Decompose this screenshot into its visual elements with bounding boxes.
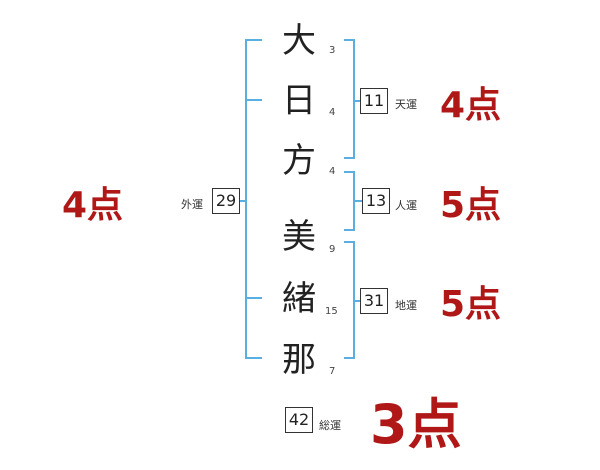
outer-fortune-score: 4点 xyxy=(62,185,124,226)
name-char-5: 緒 xyxy=(282,279,316,319)
heaven-fortune-value: 11 xyxy=(360,88,388,114)
stroke-count-4: 9 xyxy=(329,244,336,255)
total-fortune-value: 42 xyxy=(285,407,313,433)
name-char-3: 方 xyxy=(282,141,316,181)
heaven-fortune-score: 4点 xyxy=(440,85,502,126)
person-fortune-label: 人運 xyxy=(395,199,417,212)
stroke-count-3: 4 xyxy=(329,166,336,177)
person-fortune-score: 5点 xyxy=(440,185,502,226)
total-fortune-label: 総運 xyxy=(319,419,341,432)
earth-fortune-bracket xyxy=(344,241,355,359)
person-fortune-value: 13 xyxy=(362,188,390,214)
stroke-count-6: 7 xyxy=(329,366,336,377)
stroke-count-5: 15 xyxy=(325,306,338,317)
heaven-fortune-bracket xyxy=(344,39,355,159)
stroke-count-2: 4 xyxy=(329,107,336,118)
earth-fortune-score: 5点 xyxy=(440,284,502,325)
name-char-2: 日 xyxy=(282,81,316,121)
name-char-4: 美 xyxy=(282,217,316,257)
outer-fortune-value: 29 xyxy=(212,188,240,214)
earth-fortune-label: 地運 xyxy=(395,299,417,312)
heaven-fortune-label: 天運 xyxy=(395,98,417,111)
outer-fortune-bracket xyxy=(245,39,262,359)
total-fortune-score: 3点 xyxy=(370,393,462,456)
name-char-6: 那 xyxy=(282,340,316,380)
outer-fortune-label: 外運 xyxy=(181,198,203,211)
earth-fortune-value: 31 xyxy=(360,288,388,314)
name-char-1: 大 xyxy=(282,21,316,61)
stroke-count-1: 3 xyxy=(329,45,336,56)
person-fortune-bracket xyxy=(344,171,355,231)
